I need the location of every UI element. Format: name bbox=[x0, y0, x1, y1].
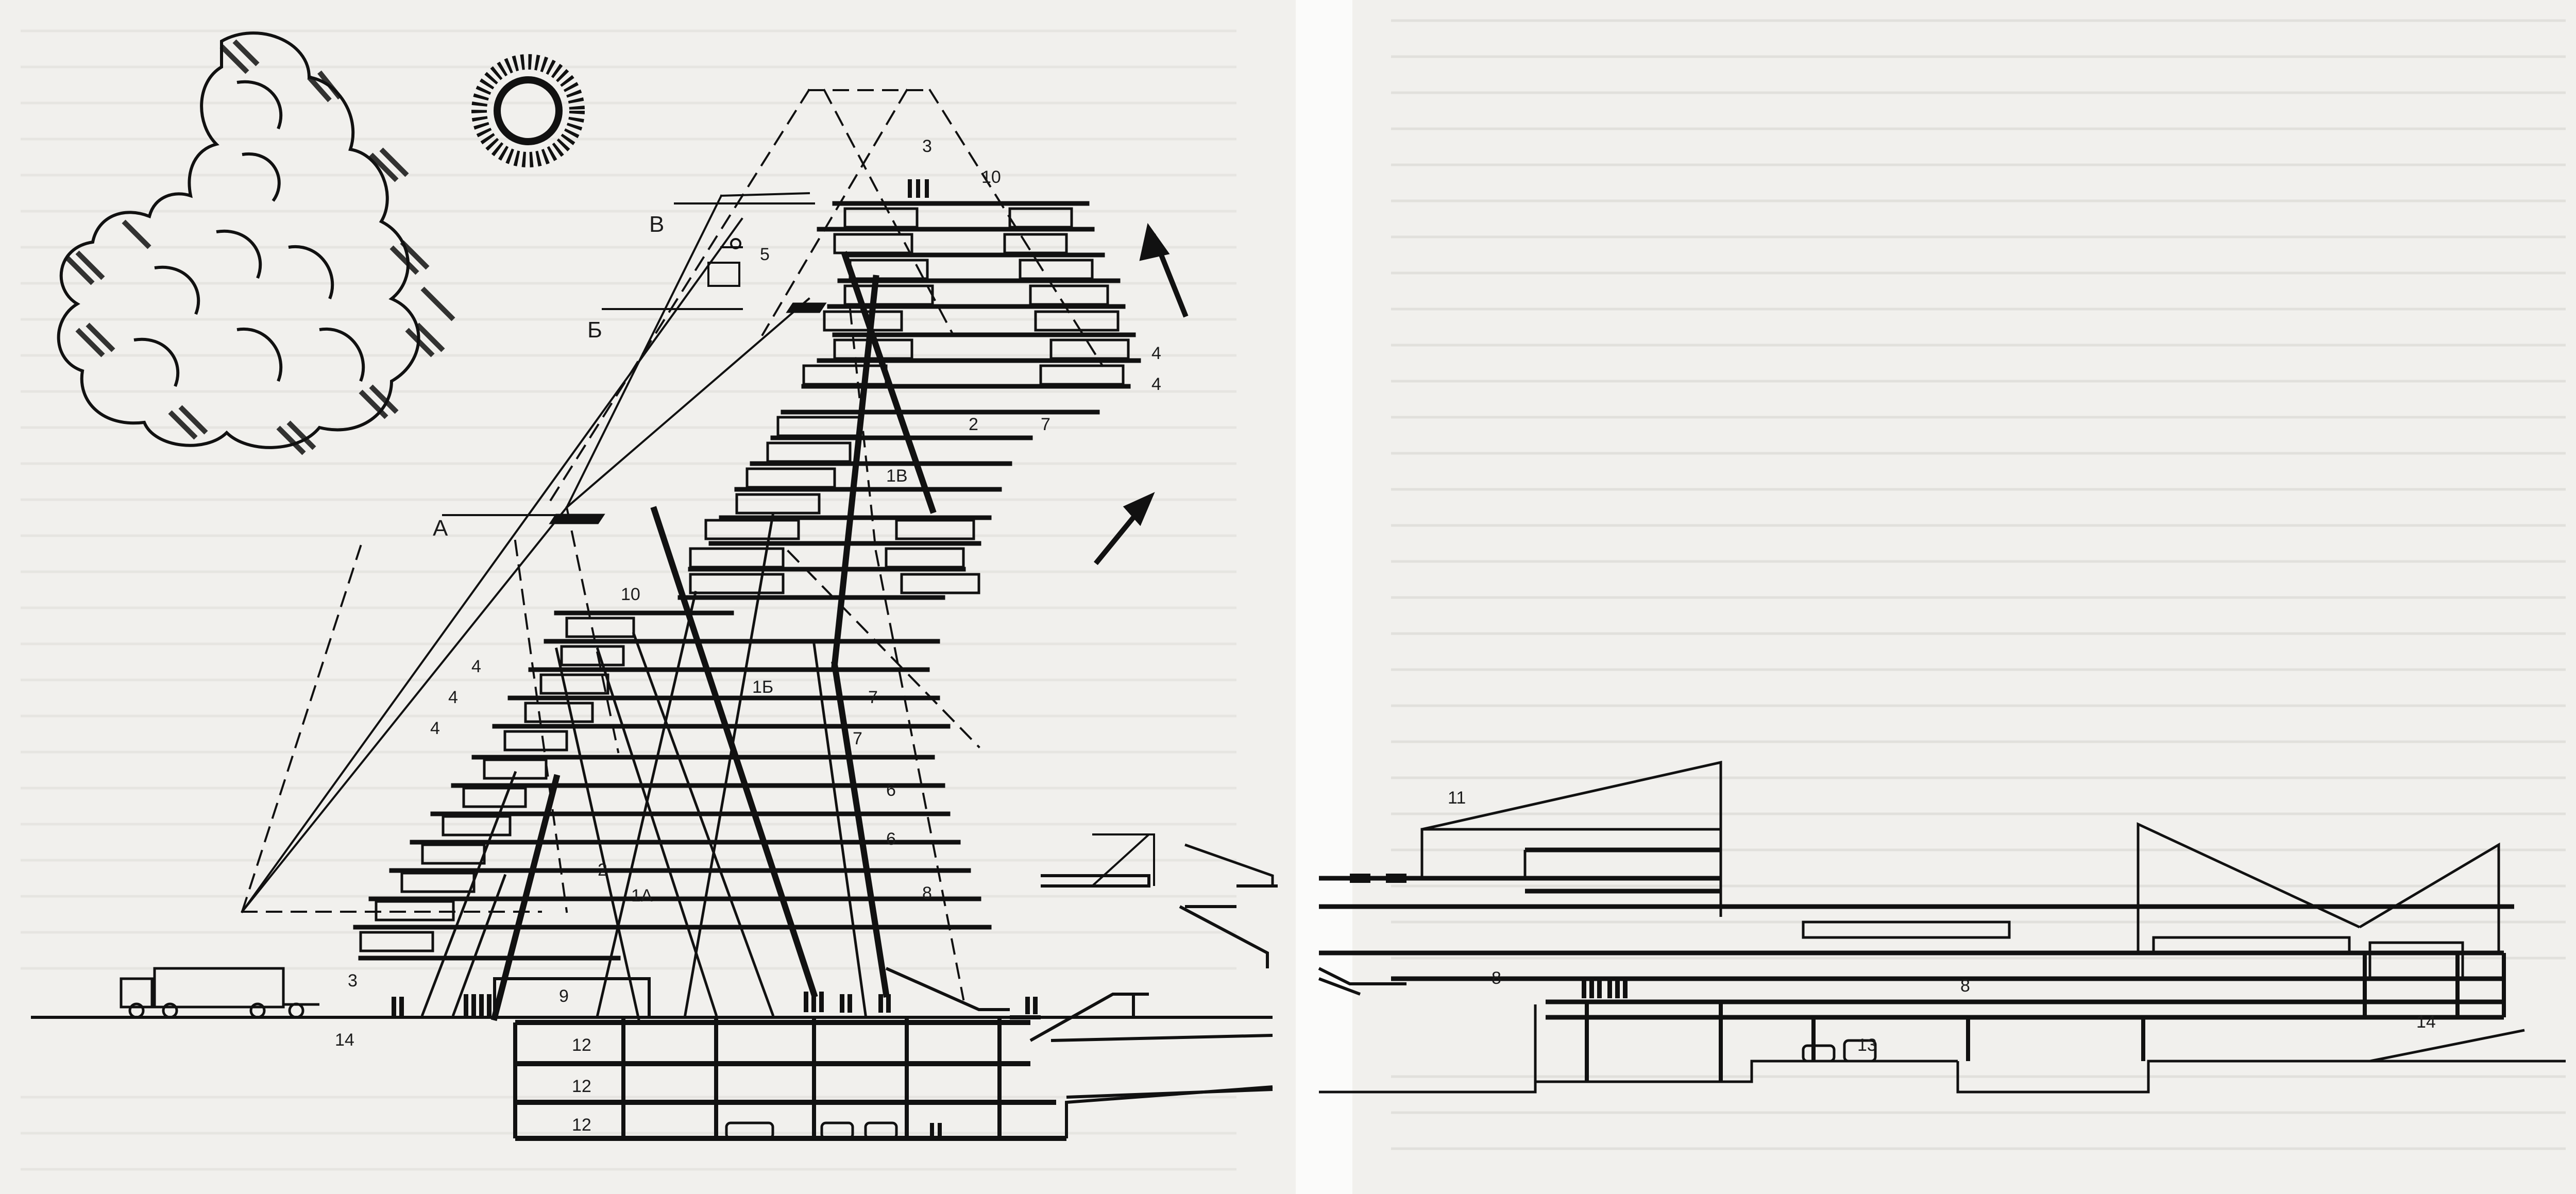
label-8-right: 8 bbox=[1960, 976, 1970, 996]
vehicles bbox=[120, 967, 1877, 1140]
label-12-c: 12 bbox=[572, 1115, 591, 1135]
label-1A: 1А bbox=[631, 886, 653, 906]
label-1V: 1В bbox=[886, 466, 908, 486]
city-section-right bbox=[1318, 760, 2566, 1094]
show-through-text-left bbox=[21, 29, 1236, 1171]
upper-floors bbox=[677, 201, 1141, 600]
label-14-left: 14 bbox=[335, 1030, 354, 1050]
label-3-ground: 3 bbox=[348, 971, 358, 991]
label-6-b: 6 bbox=[886, 829, 896, 849]
main-struts bbox=[490, 251, 937, 1021]
label-5: 5 bbox=[760, 245, 770, 264]
label-7-lower: 7 bbox=[853, 729, 862, 748]
label-4-upper-a: 4 bbox=[1151, 344, 1161, 363]
label-7-mid: 7 bbox=[868, 688, 878, 707]
label-2-upper: 2 bbox=[969, 415, 978, 434]
label-1B: 1Б bbox=[752, 677, 773, 697]
label-8-tower: 8 bbox=[922, 883, 932, 903]
lower-balconies bbox=[359, 617, 635, 952]
envelope-lines bbox=[241, 89, 1104, 1001]
show-through-text-right bbox=[1391, 19, 2566, 1150]
wind-arrows bbox=[1093, 223, 1189, 566]
label-4-lower-a: 4 bbox=[471, 657, 481, 676]
label-14-right: 14 bbox=[2416, 1012, 2436, 1032]
label-3-top: 3 bbox=[922, 137, 932, 156]
label-7-upper: 7 bbox=[1041, 415, 1050, 434]
label-4-lower-c: 4 bbox=[430, 719, 440, 738]
ground-and-basement bbox=[31, 833, 1278, 1141]
section-pointers bbox=[442, 202, 815, 516]
label-13: 13 bbox=[1857, 1035, 1877, 1055]
label-6-a: 6 bbox=[886, 780, 896, 800]
label-10-top: 10 bbox=[981, 167, 1001, 187]
cloud-illustration bbox=[57, 31, 455, 455]
label-11: 11 bbox=[1448, 788, 1466, 808]
label-section-A: А bbox=[433, 516, 448, 541]
label-section-B: Б bbox=[587, 317, 602, 343]
lower-floors bbox=[353, 610, 992, 961]
label-8-mid: 8 bbox=[1492, 968, 1501, 988]
cable-lines bbox=[241, 192, 810, 913]
label-4-upper-b: 4 bbox=[1151, 374, 1161, 394]
label-12-a: 12 bbox=[572, 1035, 591, 1055]
label-2-lower: 2 bbox=[598, 860, 607, 880]
tower-structure bbox=[241, 89, 1189, 1021]
roof-cap bbox=[549, 302, 827, 524]
diagram-labels: А Б В 1А 1Б 1В 2 2 3 3 4 4 4 4 4 5 6 6 7… bbox=[335, 137, 2436, 1135]
people-figures bbox=[392, 179, 1628, 1137]
book-gutter bbox=[1296, 0, 1352, 1194]
upper-balconies bbox=[689, 207, 1130, 594]
label-9: 9 bbox=[559, 986, 569, 1006]
sun-illustration bbox=[471, 54, 585, 167]
label-12-b: 12 bbox=[572, 1077, 591, 1096]
label-10-mid: 10 bbox=[621, 585, 640, 604]
label-section-V: В bbox=[649, 212, 664, 237]
label-4-lower-b: 4 bbox=[448, 688, 458, 707]
